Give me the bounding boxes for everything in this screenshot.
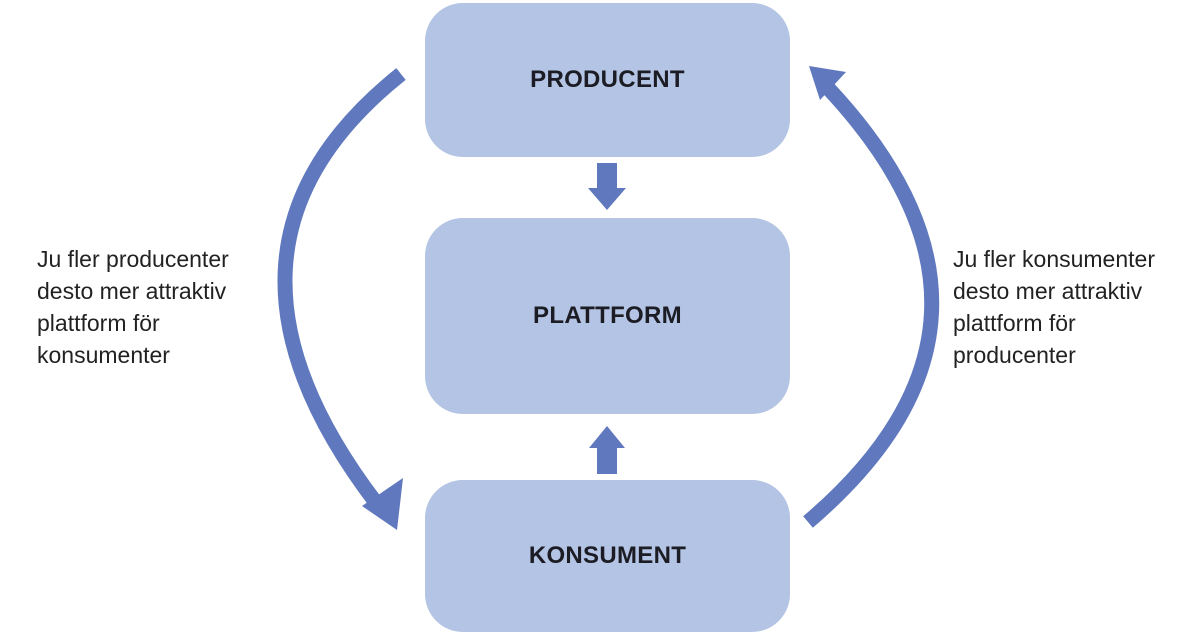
caption-right-line: desto mer attraktiv [953, 278, 1143, 304]
caption-left-line: Ju fler producenter [37, 246, 229, 272]
caption-right-line: producenter [953, 342, 1076, 368]
caption-right-line: Ju fler konsumenter [953, 246, 1155, 272]
caption-left: Ju fler producenter desto mer attraktiv … [37, 243, 229, 371]
node-label-konsument: KONSUMENT [528, 542, 687, 569]
caption-right: Ju fler konsumenter desto mer attraktiv … [953, 243, 1155, 371]
curved-arrow-left [277, 68, 406, 530]
caption-left-line: konsumenter [37, 342, 170, 368]
node-label-producent: PRODUCENT [530, 66, 685, 93]
arrow-konsument-to-plattform [589, 426, 625, 474]
node-plattform: PLATTFORM [425, 218, 790, 414]
node-konsument: KONSUMENT [425, 480, 790, 632]
caption-left-line: plattform för [37, 310, 160, 336]
caption-left-line: desto mer attraktiv [37, 278, 227, 304]
arrow-producent-to-plattform [588, 163, 626, 210]
caption-right-line: plattform för [953, 310, 1076, 336]
node-label-plattform: PLATTFORM [533, 302, 682, 329]
curved-arrow-right [803, 66, 940, 528]
node-producent: PRODUCENT [425, 3, 790, 157]
